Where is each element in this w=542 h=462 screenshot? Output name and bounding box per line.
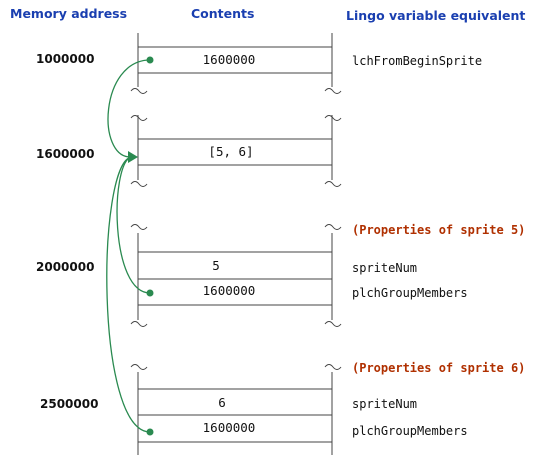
cell-value-sprite6-group: 1600000: [203, 420, 256, 435]
pointer-lch-to-list: [107, 59, 151, 158]
memory-cell-lch-from-begin-sprite: 1600000: [138, 46, 332, 74]
address-1600000: 1600000: [36, 147, 94, 161]
lingo-lch-from-begin-sprite: lchFromBeginSprite: [352, 54, 482, 68]
note-properties-sprite-6: (Properties of sprite 6): [352, 361, 525, 375]
cell-value-sprite6-num: 6: [218, 395, 226, 410]
address-2500000: 2500000: [40, 397, 98, 411]
header-lingo-variable: Lingo variable equivalent: [346, 8, 525, 23]
pointer-origin-dot: [146, 56, 154, 64]
pointer-sprite5-to-list: [116, 156, 151, 294]
header-memory-address: Memory address: [10, 6, 127, 21]
pointer-arrowhead: [128, 151, 138, 163]
memory-cells-sprite-5: 5 1600000: [138, 251, 332, 306]
memory-cell-list-value: [5, 6]: [138, 138, 332, 166]
note-properties-sprite-5: (Properties of sprite 5): [352, 223, 525, 237]
lingo-sprite5-group: plchGroupMembers: [352, 286, 468, 300]
lingo-sprite6-num: spriteNum: [352, 397, 417, 411]
cell-value-list: [5, 6]: [208, 144, 253, 159]
header-contents: Contents: [191, 6, 254, 21]
cell-value-sprite5-num: 5: [212, 258, 220, 273]
cell-value-lch-from-begin-sprite: 1600000: [203, 52, 256, 67]
memory-break-marks: [130, 88, 342, 370]
pointer-origin-dot: [146, 428, 154, 436]
memory-cells-sprite-6: 6 1600000: [138, 388, 332, 443]
pointer-sprite6-to-list: [106, 156, 151, 433]
pointer-origin-dot: [146, 289, 154, 297]
lingo-sprite5-num: spriteNum: [352, 261, 417, 275]
cell-value-sprite5-group: 1600000: [203, 283, 256, 298]
address-1000000: 1000000: [36, 52, 94, 66]
pointer-arrows: [106, 56, 154, 436]
address-2000000: 2000000: [36, 260, 94, 274]
lingo-sprite6-group: plchGroupMembers: [352, 424, 468, 438]
